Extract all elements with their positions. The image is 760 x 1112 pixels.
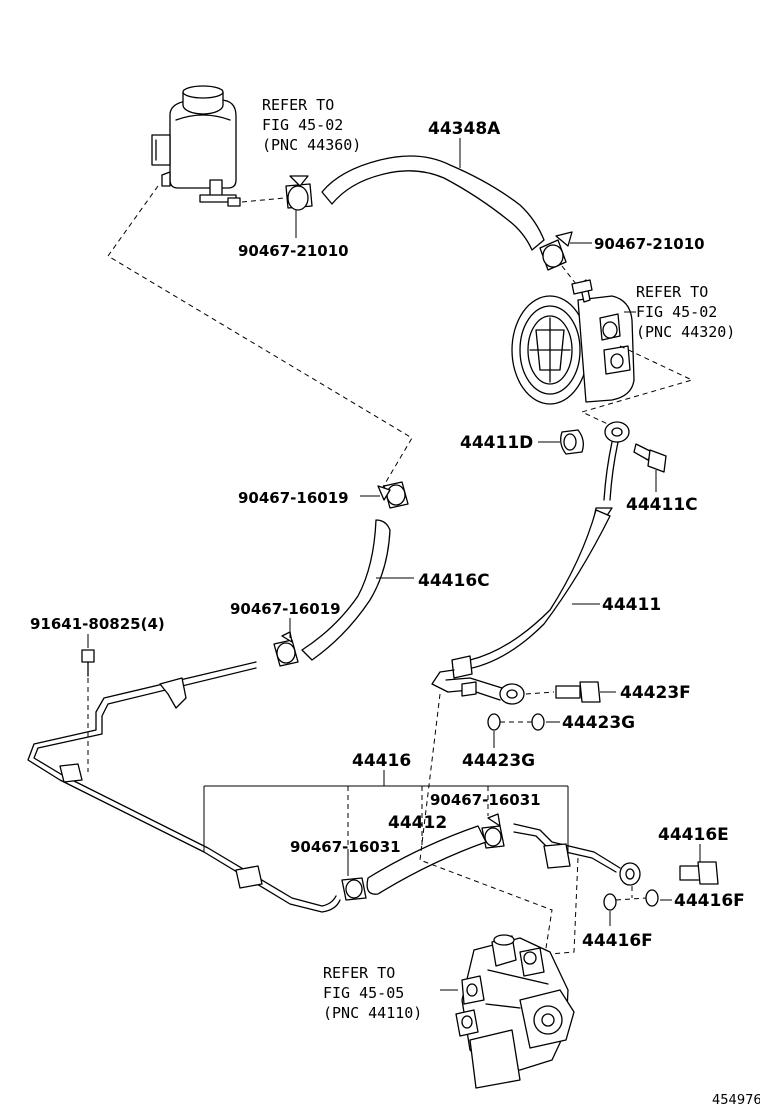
hose-clamp-top-left [285,175,313,211]
return-tube-44416 [27,661,341,913]
reservoir-tank-illustration [151,85,241,207]
part-44416: 44416 [352,751,411,771]
hose-clamp-16031-upper [481,813,505,849]
return-hose-44416C [301,519,391,661]
part-44423G-bottom: 44423G [462,751,535,771]
return-tube-44416-right-section [513,823,641,886]
bolt-91641-80825 [81,649,95,677]
part-44348A: 44348A [428,119,501,139]
part-44416C: 44416C [418,571,490,591]
part-44416F-right: 44416F [674,891,745,911]
part-90467-16019-lower: 90467-16019 [230,600,341,618]
pump-ref-line2: FIG 45-02 [636,303,717,321]
part-44411D: 44411D [460,433,533,453]
union-bolt-44411C [633,443,667,473]
part-90467-16031-lower: 90467-16031 [290,838,401,856]
part-44423G-right: 44423G [562,713,635,733]
hose-clamp-16019-upper [377,481,409,509]
pressure-hose-44411 [431,421,630,705]
tube-44416-bracket-lines [203,770,569,876]
part-90467-21010-right: 90467-21010 [594,235,705,253]
gear-ref-line2: FIG 45-05 [323,984,404,1002]
reservoir-ref-line1: REFER TO [262,96,334,114]
hose-clamp-16019-lower [273,631,299,667]
part-90467-16031-upper: 90467-16031 [430,791,541,809]
part-90467-16019-upper: 90467-16019 [238,489,349,507]
union-bolt-44416E [679,861,719,885]
reservoir-ref-line3: (PNC 44360) [262,136,361,154]
part-44412: 44412 [388,813,447,833]
part-91641-80825: 91641-80825(4) [30,615,165,633]
power-steering-pump-illustration [511,279,635,405]
part-44416E: 44416E [658,825,729,845]
union-bolt-44423F [555,681,601,703]
pump-ref-line3: (PNC 44320) [636,323,735,341]
gear-ref-line1: REFER TO [323,964,395,982]
hose-44412 [366,825,487,895]
reservoir-ref-line2: FIG 45-02 [262,116,343,134]
gasket-44423G-pair [487,713,545,731]
hose-clamp-16031-lower [341,877,367,901]
part-90467-21010-left: 90467-21010 [238,242,349,260]
part-44423F: 44423F [620,683,691,703]
return-hose-44348A [321,155,545,251]
gear-ref-line3: (PNC 44110) [323,1004,422,1022]
pump-ref-line1: REFER TO [636,283,708,301]
part-44416F-bottom: 44416F [582,931,653,951]
grommet-44411D [560,429,584,455]
gasket-44416F-pair [603,889,659,911]
hose-clamp-top-right [539,231,573,271]
illustration-code: 454976 [712,1093,760,1108]
part-44411C: 44411C [626,495,698,515]
steering-gear-illustration [455,934,575,1089]
part-44411: 44411 [602,595,661,615]
